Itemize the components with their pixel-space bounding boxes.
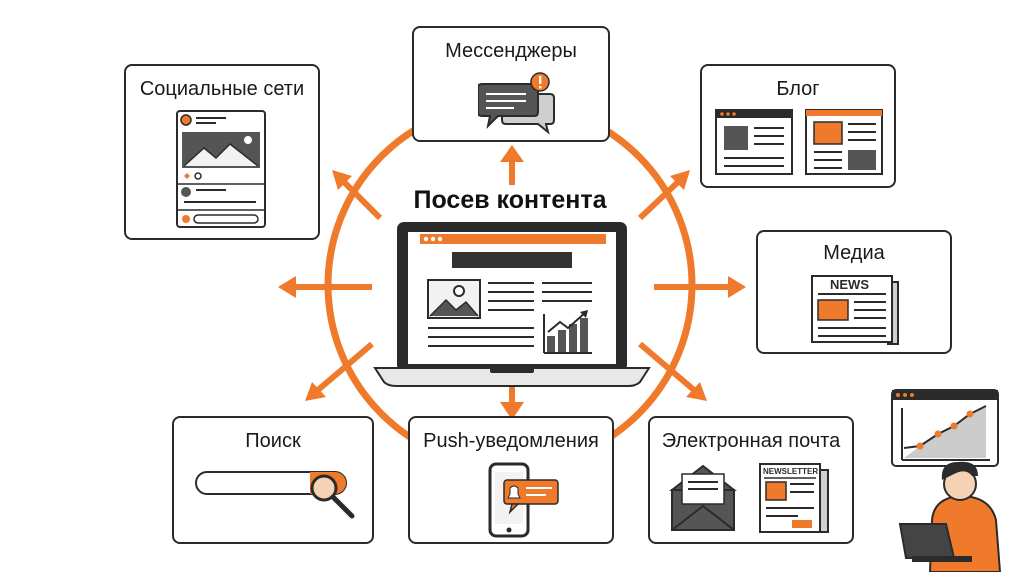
arrow-head-messengers xyxy=(500,145,524,162)
card-title: Push-уведомления xyxy=(423,430,599,452)
laptop-icon xyxy=(373,222,651,387)
arrow-head-social xyxy=(332,170,352,190)
arrow-to-social xyxy=(341,179,383,221)
card-title: Поиск xyxy=(245,430,301,452)
card-blog: Блог xyxy=(700,64,896,188)
card-media: Медиа NEWS xyxy=(756,230,952,354)
newsletter-label: NEWSLETTER xyxy=(763,467,818,476)
arrow-to-email xyxy=(638,341,696,393)
arrows xyxy=(278,145,746,420)
newspaper-icon: NEWS xyxy=(811,275,899,345)
chat-bubbles-icon xyxy=(478,72,555,135)
arrow-to-blog xyxy=(637,179,681,221)
social-feed-icon xyxy=(176,110,266,228)
email-newsletter-icon: NEWSLETTER xyxy=(669,463,829,533)
card-push-notifications: Push-уведомления xyxy=(408,416,614,544)
phone-notification-icon xyxy=(488,462,559,538)
card-search: Поиск xyxy=(172,416,374,544)
card-social-networks: Социальные сети xyxy=(124,64,320,240)
card-email: Электронная почта NEWSLETTER xyxy=(648,416,854,544)
card-title: Медиа xyxy=(823,242,885,264)
search-bar-icon xyxy=(195,471,355,519)
person-with-laptop-icon xyxy=(891,389,1002,572)
arrow-head-blog xyxy=(670,170,690,190)
arrow-head-left xyxy=(278,276,296,298)
center-title: Посев контента xyxy=(413,186,607,214)
bell-icon xyxy=(507,485,521,499)
arrow-head-search xyxy=(305,382,326,401)
arrow-head-media xyxy=(728,276,746,298)
arrow-head-email xyxy=(686,382,707,401)
card-messengers: Мессенджеры xyxy=(412,26,610,142)
blog-pages-icon xyxy=(715,109,883,175)
arrow-to-search xyxy=(316,341,374,393)
news-label: NEWS xyxy=(830,277,869,292)
card-title: Мессенджеры xyxy=(445,40,577,62)
card-title: Блог xyxy=(776,78,820,100)
card-title: Электронная почта xyxy=(661,430,841,452)
magnifier-icon xyxy=(310,474,338,502)
arrow-head-push xyxy=(500,402,524,420)
card-title: Социальные сети xyxy=(139,78,305,100)
